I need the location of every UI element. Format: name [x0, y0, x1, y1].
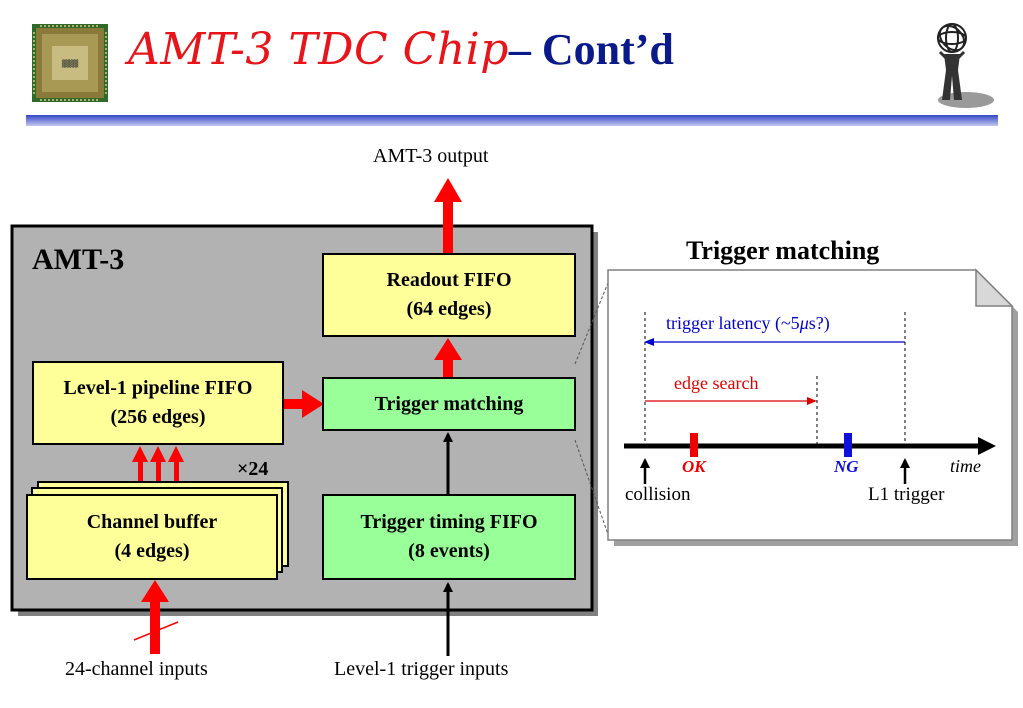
- time-label: time: [950, 456, 981, 476]
- channel-buffer-box: Channel buffer (4 edges): [26, 494, 278, 580]
- ng-label: NG: [834, 457, 859, 476]
- collision-label: collision: [625, 484, 691, 505]
- readout-fifo-title: Readout FIFO: [386, 269, 512, 291]
- channel-input-arrow: [133, 580, 179, 654]
- pipeline-to-matching-arrow: [282, 390, 324, 418]
- timing-panel-fold: [975, 268, 1014, 307]
- channel-buffer-capacity: (4 edges): [114, 540, 190, 562]
- zoom-line-top: [574, 277, 611, 365]
- chip-label: AMT-3: [32, 243, 125, 276]
- chip-photo-icon: ▓▓▓: [30, 22, 110, 104]
- trigger-matching-box: Trigger matching: [322, 377, 576, 431]
- ng-hit-marker: [844, 433, 852, 457]
- edge-search-arrow: [645, 397, 817, 405]
- pipeline-fifo-capacity: (256 edges): [110, 406, 206, 428]
- ok-hit-marker: [690, 433, 698, 457]
- trigger-inputs-label: Level-1 trigger inputs: [334, 658, 509, 680]
- timing-heading: Trigger matching: [686, 236, 880, 265]
- latency-label-end: s?): [808, 313, 830, 333]
- timing-panel: [607, 269, 1013, 541]
- readout-fifo-box: Readout FIFO (64 edges): [322, 253, 576, 337]
- latency-label: trigger latency (~5μs?): [666, 313, 830, 334]
- title-main: AMT-3 TDC Chip: [128, 24, 509, 75]
- readout-fifo-capacity: (64 edges): [406, 298, 492, 320]
- channel-inputs-label: 24-channel inputs: [65, 658, 208, 680]
- latency-label-mu: μ: [799, 313, 809, 333]
- atlas-logo-icon: [930, 14, 996, 110]
- pipeline-fifo-title: Level-1 pipeline FIFO: [63, 377, 253, 399]
- trigger-timing-fifo-title: Trigger timing FIFO: [360, 511, 538, 533]
- page-title: AMT-3 TDC Chip– Cont’d: [128, 24, 674, 94]
- pipeline-fifo-box: Level-1 pipeline FIFO (256 edges): [32, 361, 284, 445]
- ok-label: OK: [682, 457, 706, 476]
- matching-to-readout-arrow: [434, 338, 462, 378]
- l1-trigger-label: L1 trigger: [868, 484, 945, 505]
- trigger-timing-fifo-capacity: (8 events): [408, 540, 490, 562]
- trigger-timing-fifo-box: Trigger timing FIFO (8 events): [322, 494, 576, 580]
- buffer-to-pipeline-arrows: [132, 446, 184, 496]
- title-sub: – Cont’d: [508, 25, 674, 74]
- output-arrow: [434, 178, 462, 254]
- svg-text:▓▓▓: ▓▓▓: [62, 59, 79, 68]
- channel-buffer-title: Channel buffer: [86, 511, 218, 533]
- time-axis: [624, 437, 996, 455]
- edge-search-label: edge search: [674, 373, 759, 393]
- zoom-line-bottom: [574, 439, 611, 541]
- header-divider: [26, 115, 998, 126]
- trigger-matching-label: Trigger matching: [374, 392, 524, 415]
- multiplier-label: ×24: [237, 458, 269, 480]
- latency-label-start: trigger latency (~5: [666, 313, 800, 333]
- output-label: AMT-3 output: [373, 145, 489, 167]
- latency-arrow: [644, 338, 905, 346]
